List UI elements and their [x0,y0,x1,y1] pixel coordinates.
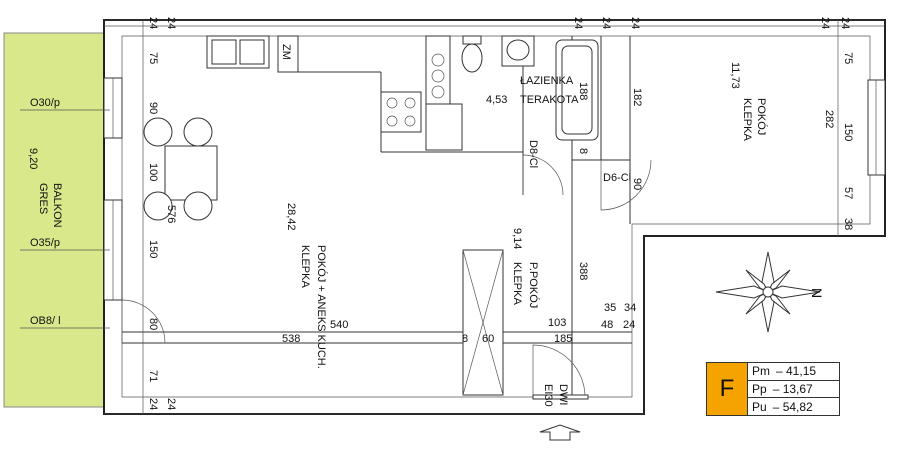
dim-label: 24 [839,17,851,29]
balcony [3,32,107,408]
dim-label: 24 [147,17,159,29]
dim-label: 540 [330,319,348,331]
dim-label: 75 [147,52,159,64]
door-tag-entry: DWI [557,384,569,405]
entry-arrow-icon [539,424,581,441]
legend-key: Pm [752,364,770,379]
legend-letter: F [707,363,748,415]
windows [103,77,886,301]
hall-area: 9,14 [511,228,523,249]
dim-label: 282 [823,110,835,128]
interior-walls [122,36,632,397]
legend-row: Pu – 54,82 [748,398,839,415]
dim-label: 24 [572,17,584,29]
dim-label: 71 [147,370,159,382]
dim-label: 182 [631,88,643,106]
dim-label: 150 [842,123,854,141]
dim-label: 24 [165,398,177,410]
legend-value: – 41,15 [776,364,817,379]
dim-label: 24 [623,319,635,331]
door-tag-entry2: EI30 [542,384,554,407]
bathroom-fixtures [461,35,599,141]
window-tag-3: OB8/ l [30,315,61,327]
dim-label: 24 [165,17,177,29]
dim-label: 576 [165,205,177,223]
dim-label: 90 [631,178,643,190]
dim-label: 90 [147,102,159,114]
bedroom-floor: KLEPKA [741,98,753,141]
dining-set [143,117,218,221]
bedroom-name: POKÓJ [755,98,768,135]
dim-label: 100 [147,163,159,181]
living-name: POKÓJ + ANEKS KUCH. [315,245,328,369]
dim-label: 75 [842,52,854,64]
bathroom-name: ŁAZIENKA [520,75,574,87]
dim-label: 188 [577,82,589,100]
window-tag-1: O30/p [30,97,60,109]
dim-label: 57 [842,187,854,199]
bathroom-area: 4,53 [486,94,507,106]
dim-label: 24 [147,398,159,410]
dim-label: 185 [554,333,572,345]
dim-label: 80 [147,318,159,330]
dim-label: 103 [548,317,566,329]
dim-label: 38 [842,218,854,230]
fridge-tag: ZM [280,44,292,60]
legend-value: – 13,67 [772,382,813,396]
legend-key: Pp [752,382,767,396]
dim-label: 8 [462,333,468,345]
legend-row: Pp – 13,67 [748,381,839,399]
balcony-floor: GRES [37,183,49,214]
dim-label: 538 [282,333,300,345]
legend-rows: Pm – 41,15 Pp – 13,67 Pu – 54,82 [748,363,839,415]
dim-label: 8 [577,148,589,154]
dim-label: 150 [147,240,159,258]
kitchen-counter [206,35,463,152]
dim-label: 24 [819,17,831,29]
dim-label: 35 [604,302,616,314]
living-area: 28,42 [285,203,297,231]
outer-walls [103,19,886,415]
legend-row: Pm – 41,15 [748,363,839,381]
dim-label: 388 [577,262,589,280]
hall-name: P.POKÓJ [527,262,540,308]
balcony-area: 9,20 [27,148,39,169]
door-tag-bed: D6-Cl [603,172,631,184]
door-tag-bath: D8-Cl [527,140,539,168]
bathroom-floor: TERAKOTA [520,94,579,106]
legend-key: Pu [752,399,767,414]
compass-north-label: N [809,288,825,298]
dim-label: 24 [600,17,612,29]
living-floor: KLEPKA [299,245,311,288]
dim-label: 48 [601,319,613,331]
area-legend: F Pm – 41,15 Pp – 13,67 Pu – 54,82 [706,362,840,416]
dim-label: 34 [624,302,636,314]
hall-floor: KLEPKA [511,262,523,305]
wardrobe [462,249,504,396]
bedroom-area: 11,73 [729,62,741,89]
balcony-name: BALKON [51,183,63,228]
doors [121,154,652,400]
legend-value: – 54,82 [772,399,813,414]
compass-icon [715,251,821,333]
window-tag-2: O35/p [30,237,60,249]
dimensions: 24 24 24 24 24 24 24 75 90 100 576 150 8… [104,17,885,414]
dim-label: 24 [629,17,641,29]
dim-label: 60 [482,333,494,345]
